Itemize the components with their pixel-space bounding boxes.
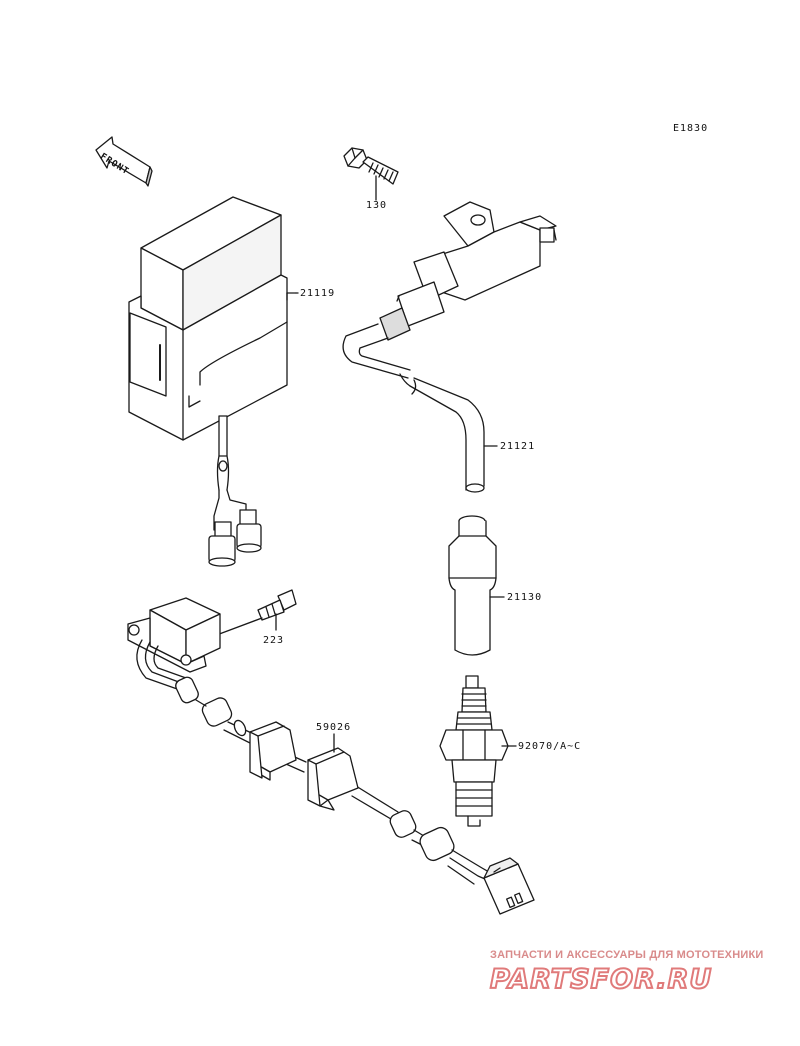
ignition-coil-icon bbox=[379, 201, 557, 341]
pickup-coil-icon bbox=[127, 597, 221, 673]
bolt-130-icon bbox=[343, 147, 399, 201]
plug-cap-icon bbox=[448, 515, 505, 656]
part-number-21130[interactable]: 21130 bbox=[507, 592, 543, 603]
watermark-tagline: ЗАПЧАСТИ И АКСЕССУАРЫ ДЛЯ МОТОТЕХНИКИ bbox=[490, 949, 764, 961]
harness-connector-icon bbox=[483, 857, 535, 915]
part-number-21121[interactable]: 21121 bbox=[500, 441, 536, 452]
watermark-logo[interactable]: PARTSFOR.RU bbox=[489, 963, 713, 996]
diagram-code: E1830 bbox=[673, 123, 709, 134]
spark-plug-icon bbox=[439, 675, 517, 827]
harness-clamp-icon bbox=[249, 721, 359, 811]
cdi-connector-icon bbox=[208, 415, 262, 567]
wiring-harness-icon bbox=[136, 639, 497, 885]
part-number-130[interactable]: 130 bbox=[366, 200, 388, 211]
bolt-223-icon bbox=[213, 589, 297, 637]
part-number-21119[interactable]: 21119 bbox=[300, 288, 336, 299]
cdi-unit-icon bbox=[128, 196, 299, 441]
part-number-223[interactable]: 223 bbox=[263, 635, 285, 646]
part-number-59026[interactable]: 59026 bbox=[316, 722, 352, 733]
ht-lead-icon bbox=[342, 323, 498, 493]
front-arrow-icon bbox=[95, 136, 153, 187]
part-number-92070[interactable]: 92070/A~C bbox=[518, 741, 582, 752]
